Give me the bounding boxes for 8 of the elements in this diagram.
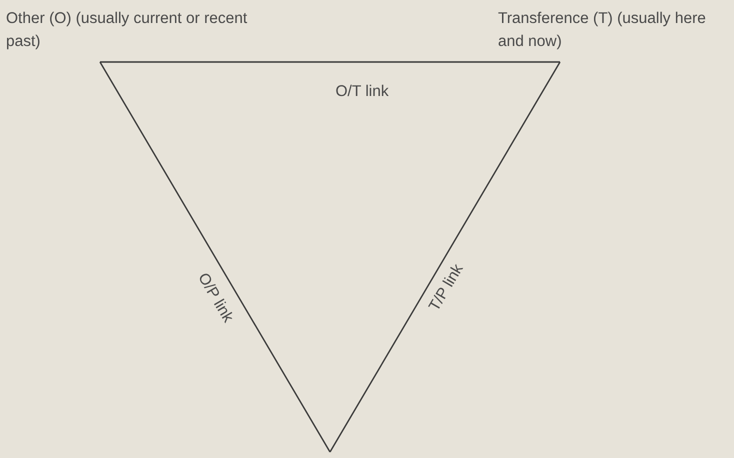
edge-label: T/P link [425,261,467,315]
triangle-side [329,62,561,452]
triangle-side [99,62,331,452]
corner-label: Transference (T) (usually here and now) [498,9,707,52]
edge-label: O/P link [194,270,236,326]
edge-label: O/T link [336,83,389,101]
corner-label: Other (O) (usually current or recent past) [6,9,248,52]
triangle-side [100,61,560,63]
